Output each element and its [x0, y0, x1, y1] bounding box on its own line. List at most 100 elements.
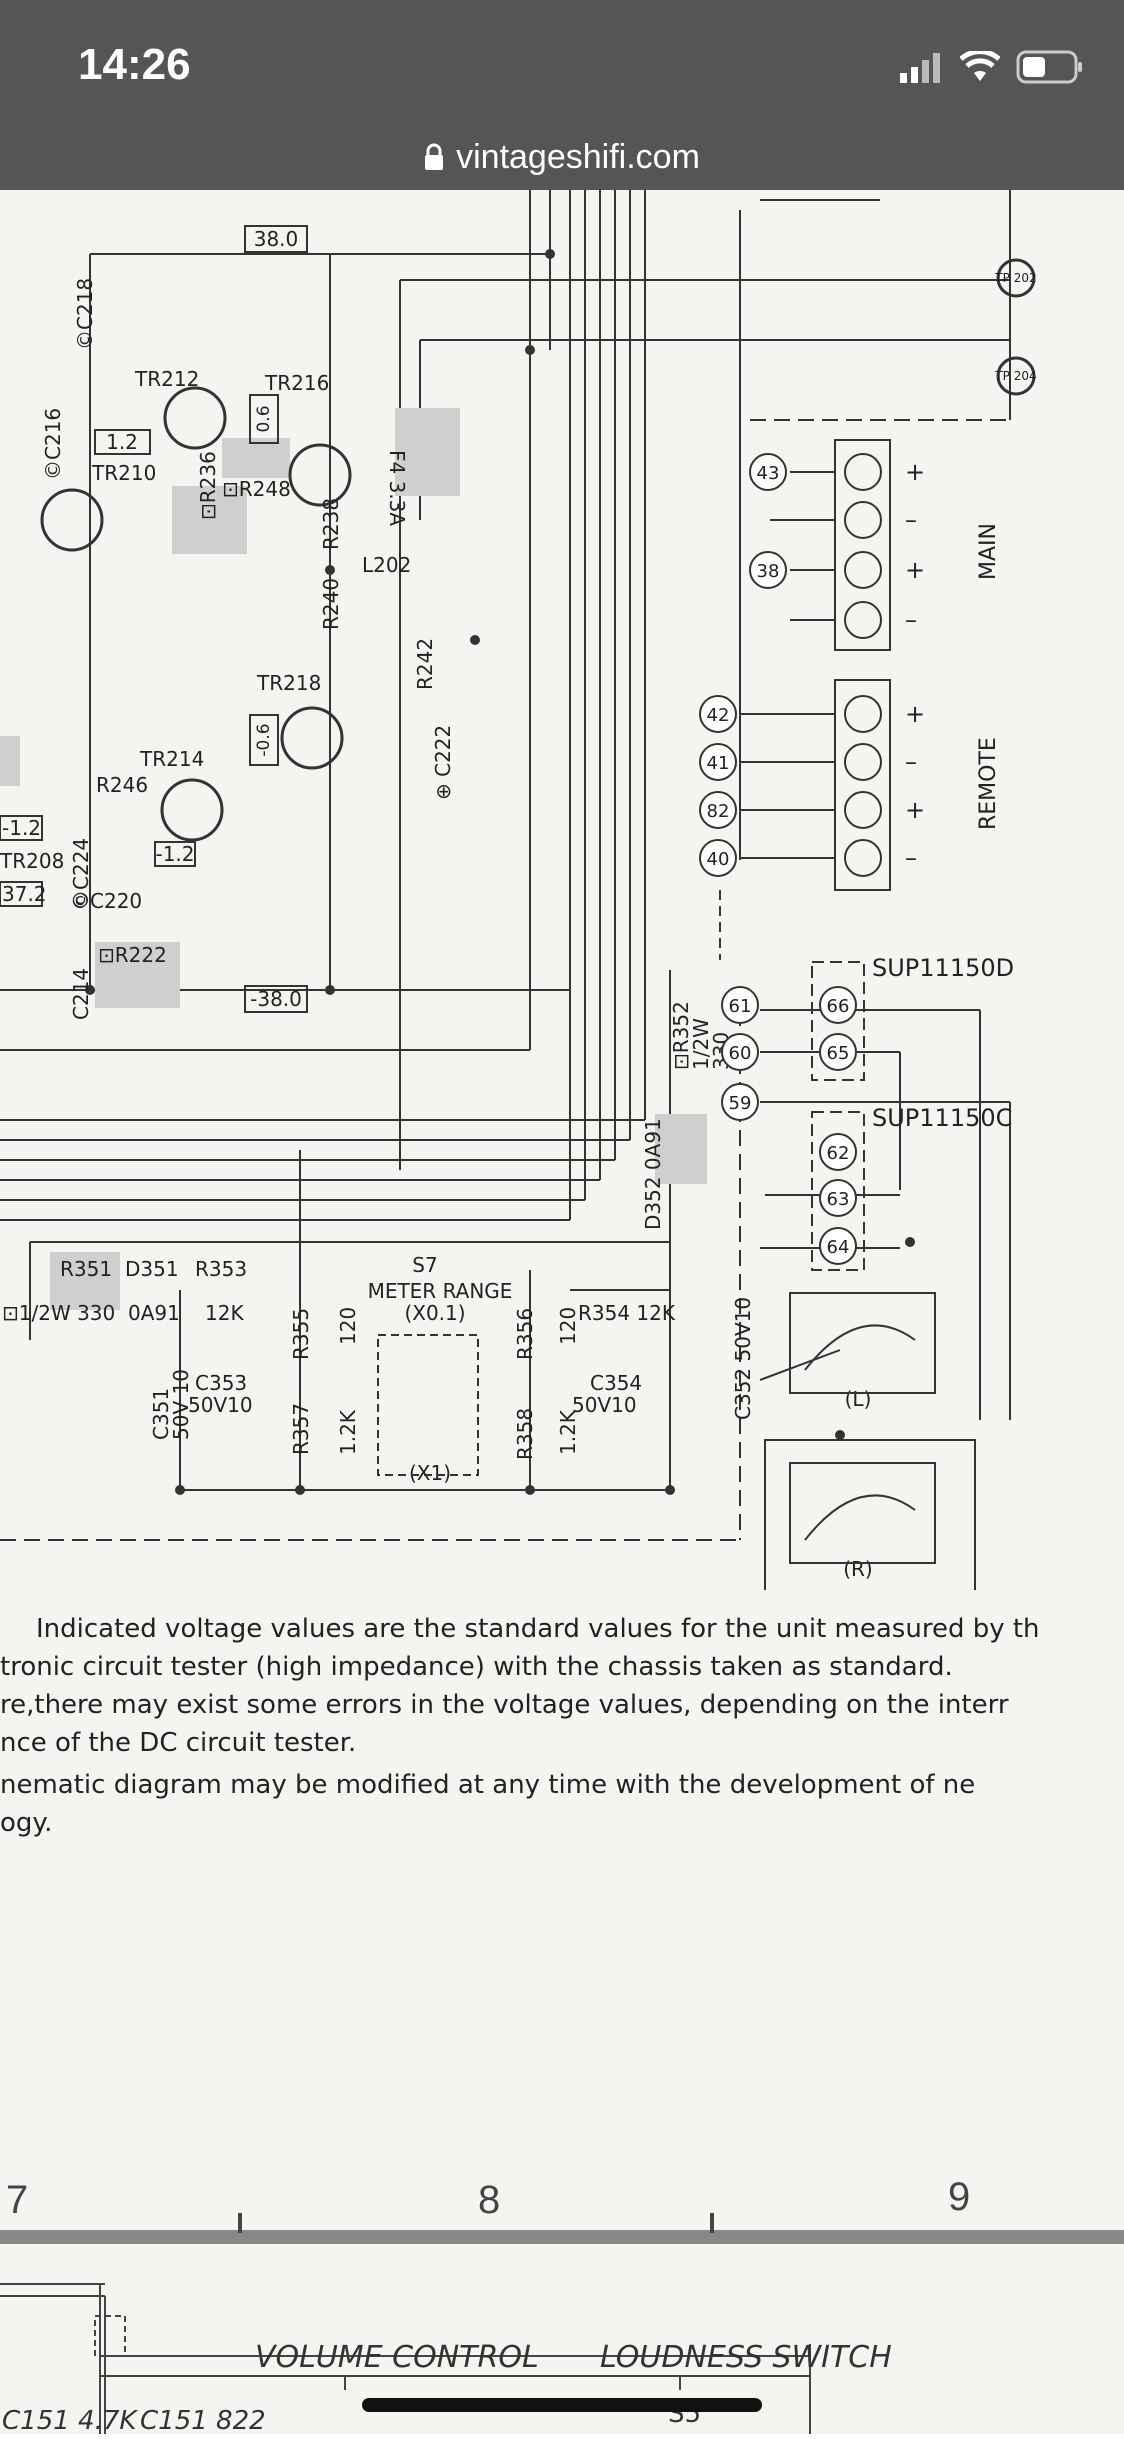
part-label: 50V10 [188, 1393, 253, 1417]
part-label: R242 [413, 638, 437, 690]
connector-node-label: 59 [729, 1093, 752, 1114]
voltage-label: -1.2 [2, 816, 41, 840]
schematic-diagram: 38.0 1.2 0.6 -0.6 -1.2 -1.2 37.2 -38.0 T… [0, 190, 1037, 1590]
connector-node [721, 1033, 759, 1071]
voltage-label: -0.6 [254, 723, 274, 756]
part-label: TR208 [0, 849, 64, 873]
part-label: TR218 [256, 671, 321, 695]
connector-node [699, 791, 737, 829]
svg-text:+: + [905, 458, 925, 486]
status-icons [900, 50, 1084, 84]
part-label: REMOTE [976, 737, 1001, 830]
part-label: TP 202 [994, 271, 1036, 285]
svg-text:–: – [905, 748, 917, 776]
connector-node-label: 40 [707, 849, 730, 870]
next-schematic-page: 7 8 9 [0, 1838, 1124, 2244]
part-label: ⊡R236 [196, 451, 220, 520]
ruler-label: 8 [478, 2178, 500, 2222]
connector-node-label: 64 [827, 1237, 850, 1258]
url-text: vintageshifi.com [456, 137, 700, 176]
connector-node-label: 42 [707, 705, 730, 726]
connector-node-label: 62 [827, 1143, 850, 1164]
note-line: nce of the DC circuit tester. [0, 1728, 357, 1758]
connector-node [721, 986, 759, 1024]
connector-node [721, 1083, 759, 1121]
part-label: ⊡1/2W 330 [2, 1301, 115, 1325]
part-label: ©C224 [69, 838, 93, 910]
voltage-label: 37.2 [2, 882, 47, 906]
part-label: LOUDNESS SWITCH [600, 2340, 892, 2375]
connector-node-label: 43 [757, 463, 780, 484]
connector-node-label: 65 [827, 1043, 850, 1064]
part-label: 12K [205, 1301, 244, 1325]
connector-node-label: 61 [729, 996, 752, 1017]
note-line: re,there may exist some errors in the vo… [0, 1690, 1009, 1720]
part-label: R355 [289, 1308, 313, 1360]
part-label: R354 12K [578, 1301, 676, 1325]
notes-block: Indicated voltage values are the standar… [0, 1610, 1124, 1842]
part-label: TR216 [264, 371, 329, 395]
part-label: 120 [336, 1307, 360, 1345]
part-label: 1.2K [336, 1409, 360, 1455]
svg-text:+: + [905, 556, 925, 584]
part-label: ⊡R222 [98, 943, 167, 967]
part-label: R356 [513, 1308, 537, 1360]
note-line: tronic circuit tester (high impedance) w… [0, 1652, 953, 1682]
connector-node [699, 839, 737, 877]
part-label: (X0.1) [404, 1301, 465, 1325]
part-label: D352 0A91 [641, 1118, 665, 1230]
part-label: R246 [96, 773, 148, 797]
part-label: F4 3.3A [385, 450, 409, 526]
part-label: C151 822 [140, 2406, 266, 2434]
part-label: C151 4.7K [2, 2406, 138, 2434]
svg-text:+: + [905, 700, 925, 728]
part-label: SUP11150D [872, 954, 1014, 982]
connector-node [819, 986, 857, 1024]
part-label: S7 [412, 1253, 437, 1277]
part-label: TR214 [139, 747, 204, 771]
connector-node [819, 1227, 857, 1265]
address-bar[interactable]: vintageshifi.com [0, 124, 1124, 190]
connector-node [699, 743, 737, 781]
part-label: METER RANGE [368, 1279, 513, 1303]
svg-text:–: – [905, 506, 917, 534]
part-label: (X1) [409, 1461, 451, 1485]
connector-node-label: 41 [707, 753, 730, 774]
part-label: C354 [590, 1371, 642, 1395]
connector-node [819, 1133, 857, 1171]
voltage-label: -38.0 [250, 987, 302, 1011]
part-label: L202 [362, 553, 411, 577]
part-label: C351 [149, 1388, 173, 1440]
voltage-label: 1.2 [106, 430, 138, 454]
part-label: R357 [289, 1403, 313, 1455]
part-label: (L) [845, 1387, 872, 1411]
part-label: 1.2K [556, 1409, 580, 1455]
svg-text:–: – [905, 844, 917, 872]
part-label: ⊡R352 [669, 1001, 693, 1070]
part-label: TR212 [134, 367, 199, 391]
part-label: R358 [513, 1408, 537, 1460]
part-label: R238 [319, 498, 343, 550]
part-label: ©C216 [41, 408, 65, 480]
wifi-icon [960, 51, 1000, 81]
connector-node [749, 551, 787, 589]
note-line: nematic diagram may be modified at any t… [0, 1770, 976, 1800]
home-indicator[interactable] [362, 2398, 762, 2412]
signal-icon [900, 53, 940, 83]
part-label: C353 [195, 1371, 247, 1395]
voltage-label: -1.2 [155, 842, 194, 866]
lower-schematic: 7 8 9 [0, 2175, 1124, 2244]
lock-icon [425, 143, 444, 170]
part-label: TR210 [91, 461, 156, 485]
part-label: ©C220 [70, 889, 142, 913]
note-line: Indicated voltage values are the standar… [36, 1614, 1040, 1644]
note-line: ogy. [0, 1808, 53, 1838]
part-label: C352 50V10 [731, 1297, 755, 1420]
connector-node [699, 695, 737, 733]
part-label: R353 [195, 1257, 247, 1281]
status-bar: 14:26 [0, 0, 1124, 124]
part-label: 1/2W [689, 1018, 713, 1070]
connector-node [819, 1033, 857, 1071]
connector-node-label: 60 [729, 1043, 752, 1064]
